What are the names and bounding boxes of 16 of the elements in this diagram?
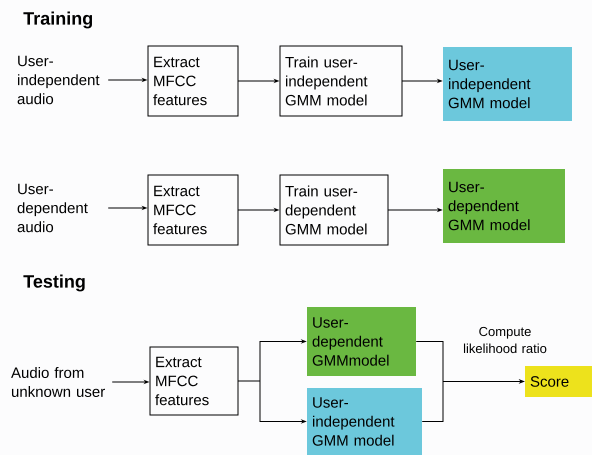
model-box: User- independent GMM model (443, 47, 572, 121)
model-box: User- dependent GMM model (443, 169, 565, 243)
input-label: Audio from unknown user (11, 366, 105, 397)
process-box: Extract MFCC features (148, 46, 238, 116)
section-heading: Training (23, 12, 92, 28)
process-box: Extract MFCC features (150, 346, 238, 416)
input-label: User- independent audio (18, 56, 100, 104)
process-box: Train user- dependent GMM model (280, 174, 388, 246)
edge-label: Compute likelihood ratio (454, 326, 556, 354)
section-heading: Testing (23, 274, 85, 292)
model-box: Score (525, 366, 592, 397)
input-label: User- dependent audio (18, 184, 88, 232)
model-box: User- dependent GMMmodel (307, 307, 416, 376)
process-box: Extract MFCC features (148, 174, 238, 246)
process-box: Train user- independent GMM model (280, 46, 402, 116)
model-box: User- independent GMM model (307, 388, 422, 455)
